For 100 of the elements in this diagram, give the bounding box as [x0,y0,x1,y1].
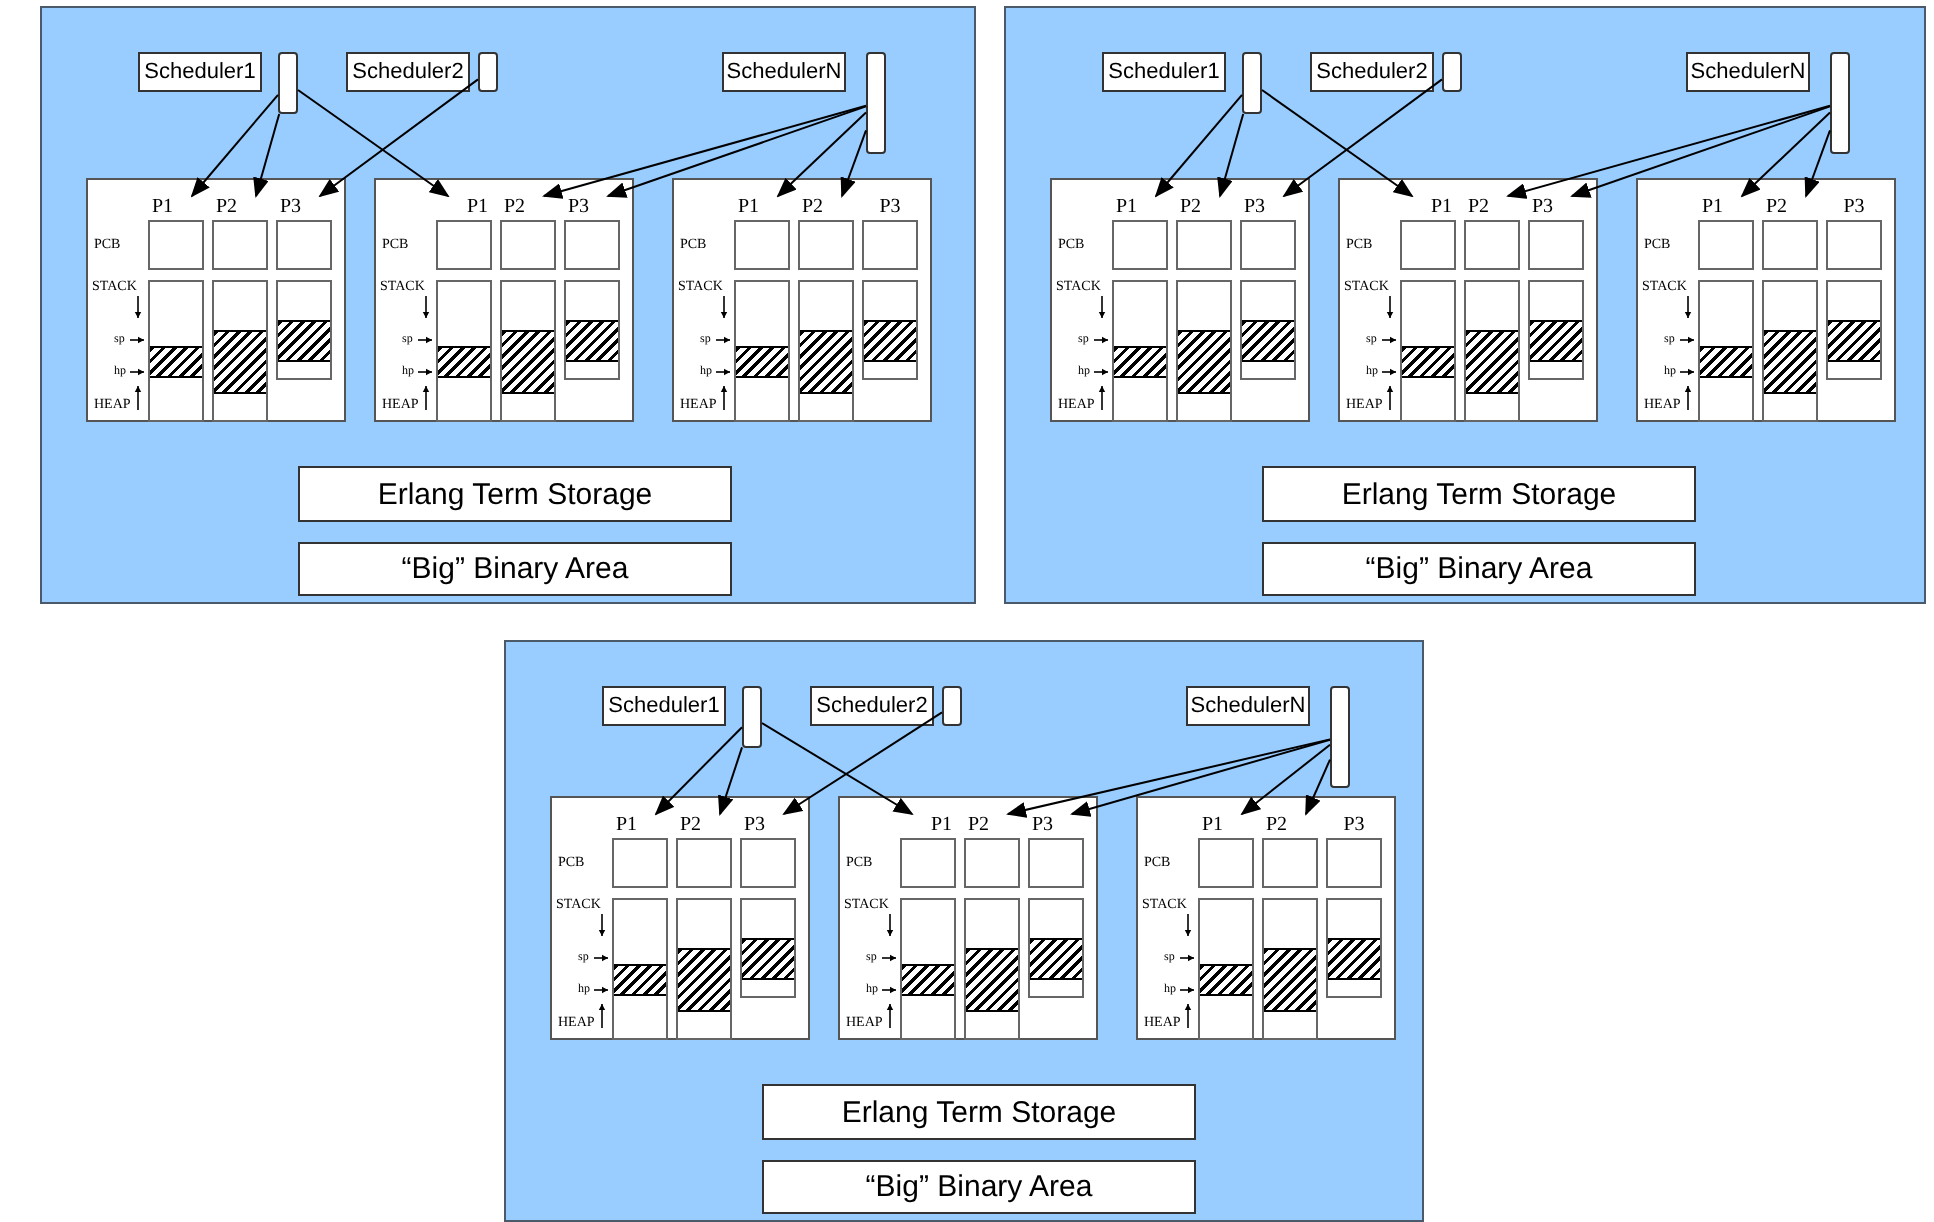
stack-heap-box [1176,280,1232,422]
process-label: P3 [568,196,590,220]
storage-box: “Big” Binary Area [298,542,732,596]
stack-heap-box [276,280,332,380]
process-label: P2 [1766,196,1788,220]
arrow [190,93,279,198]
arrow [1154,93,1243,198]
storage-box: Erlang Term Storage [1262,466,1696,522]
arrow [1261,89,1414,198]
stack-heap-box [1400,280,1456,422]
stack-heap-box [1826,280,1882,380]
arrow [1217,113,1245,198]
stack-heap-box [1198,898,1254,1040]
stack-heap-box [1464,280,1520,422]
queue-bar [1442,52,1462,92]
storage-box: Erlang Term Storage [762,1084,1196,1140]
process-label: P3 [1032,814,1054,838]
arrow [1006,738,1331,818]
queue-bar [1242,52,1262,114]
process-label: P3 [1244,196,1266,220]
process-memory-panel [550,796,810,1040]
storage-box: “Big” Binary Area [762,1160,1196,1214]
node-panel [504,640,1424,1222]
scheduler-box: Scheduler2 [1310,52,1434,92]
stack-heap-box [1262,898,1318,1040]
storage-box: Erlang Term Storage [298,466,732,522]
arrow [1804,129,1831,198]
process-memory-panel [1136,796,1396,1040]
stack-heap-box [1240,280,1296,380]
process-memory-panel [1050,178,1310,422]
stack-heap-box [148,280,204,422]
stack-heap-box [1698,280,1754,422]
storage-box: “Big” Binary Area [1262,542,1696,596]
stack-heap-box [734,280,790,422]
queue-bar [478,52,498,92]
node-panel [40,6,976,604]
arrow [761,722,914,816]
process-memory-panel [86,178,346,422]
scheduler-box: Scheduler2 [346,52,470,92]
process-memory-panel [1636,178,1896,422]
process-memory-panel [1338,178,1598,422]
stack-heap-box [436,280,492,422]
stack-heap-box [964,898,1020,1040]
arrow [542,104,867,199]
process-label: P2 [1468,196,1490,220]
stack-heap-box [676,898,732,1040]
stack-heap-box [564,280,620,380]
stack-heap-box [1326,898,1382,998]
scheduler-box: SchedulerN [1186,686,1310,726]
stack-heap-box [1112,280,1168,422]
process-label: P3 [280,196,302,220]
arrow [318,78,479,198]
process-memory-panel [838,796,1098,1040]
stack-heap-box [500,280,556,422]
stack-heap-box [612,898,668,1040]
scheduler-box: Scheduler2 [810,686,934,726]
arrow [1740,111,1831,198]
process-label: P3 [1843,196,1865,220]
process-memory-panel [672,178,932,422]
process-label: P3 [1343,814,1365,838]
scheduler-box: SchedulerN [722,52,846,92]
queue-bar [942,686,962,726]
queue-bar [278,52,298,114]
stack-heap-box [798,280,854,422]
stack-heap-box [740,898,796,998]
process-label: P1 [616,814,638,838]
process-label: P1 [1116,196,1138,220]
stack-heap-box [900,898,956,1040]
process-label: P2 [968,814,990,838]
process-label: P1 [152,196,174,220]
process-label: P1 [738,196,760,220]
arrow [1570,105,1831,198]
stack-heap-box [1528,280,1584,380]
process-label: P1 [1202,814,1224,838]
arrow [718,746,743,816]
scheduler-box: SchedulerN [1686,52,1810,92]
stack-heap-box [862,280,918,380]
arrow [654,726,743,816]
arrow [1240,743,1331,816]
scheduler-box: Scheduler1 [602,686,726,726]
process-label: P2 [1180,196,1202,220]
arrow [776,111,867,198]
node-panel [1004,6,1926,604]
process-label: P2 [504,196,526,220]
arrow [782,711,943,816]
process-label: P3 [1532,196,1554,220]
arrow [606,105,867,198]
scheduler-box: Scheduler1 [138,52,262,92]
arrow [840,129,867,198]
process-label: P1 [1702,196,1724,220]
arrow [1070,738,1331,817]
process-label: P1 [1430,196,1452,220]
arrow [1282,78,1443,198]
process-label: P2 [216,196,238,220]
process-label: P1 [466,196,488,220]
process-label: P3 [744,814,766,838]
process-memory-panel [374,178,634,422]
arrow [1305,758,1331,816]
queue-bar [742,686,762,748]
arrow [253,113,281,198]
